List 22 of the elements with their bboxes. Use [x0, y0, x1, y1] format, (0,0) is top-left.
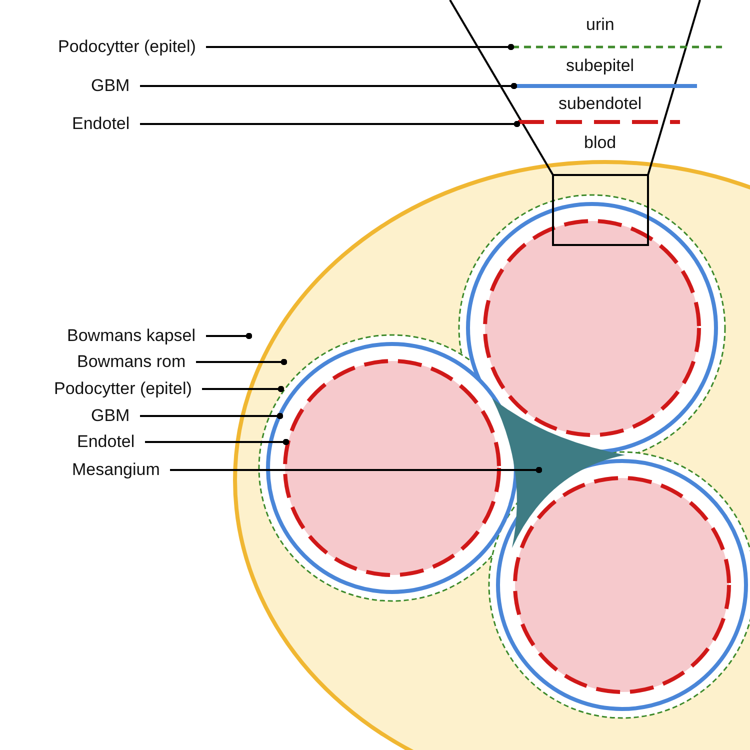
leader-line: [206, 332, 252, 340]
leader-line: [170, 466, 542, 474]
layer-label: blod: [584, 133, 616, 153]
leader-line: [202, 386, 284, 392]
leader-label: GBM: [91, 406, 130, 426]
leader-line: [145, 438, 290, 446]
leader-label: Mesangium: [72, 460, 160, 480]
leader-label: Endotel: [77, 432, 135, 452]
layer-label: subepitel: [566, 56, 634, 76]
leader-label: Bowmans rom: [77, 352, 186, 372]
leader-label: Bowmans kapsel: [67, 326, 196, 346]
leader-line: [206, 44, 514, 50]
leader-label: Podocytter (epitel): [54, 379, 192, 399]
leader-line: [140, 120, 520, 128]
layer-label: urin: [586, 15, 614, 35]
leader-label: GBM: [91, 76, 130, 96]
layer-label: subendotel: [558, 94, 642, 114]
leader-label: Podocytter (epitel): [58, 37, 196, 57]
leader-line: [196, 358, 288, 366]
leader-label: Endotel: [72, 114, 130, 134]
leader-line: [140, 82, 518, 90]
leader-line: [140, 412, 284, 420]
